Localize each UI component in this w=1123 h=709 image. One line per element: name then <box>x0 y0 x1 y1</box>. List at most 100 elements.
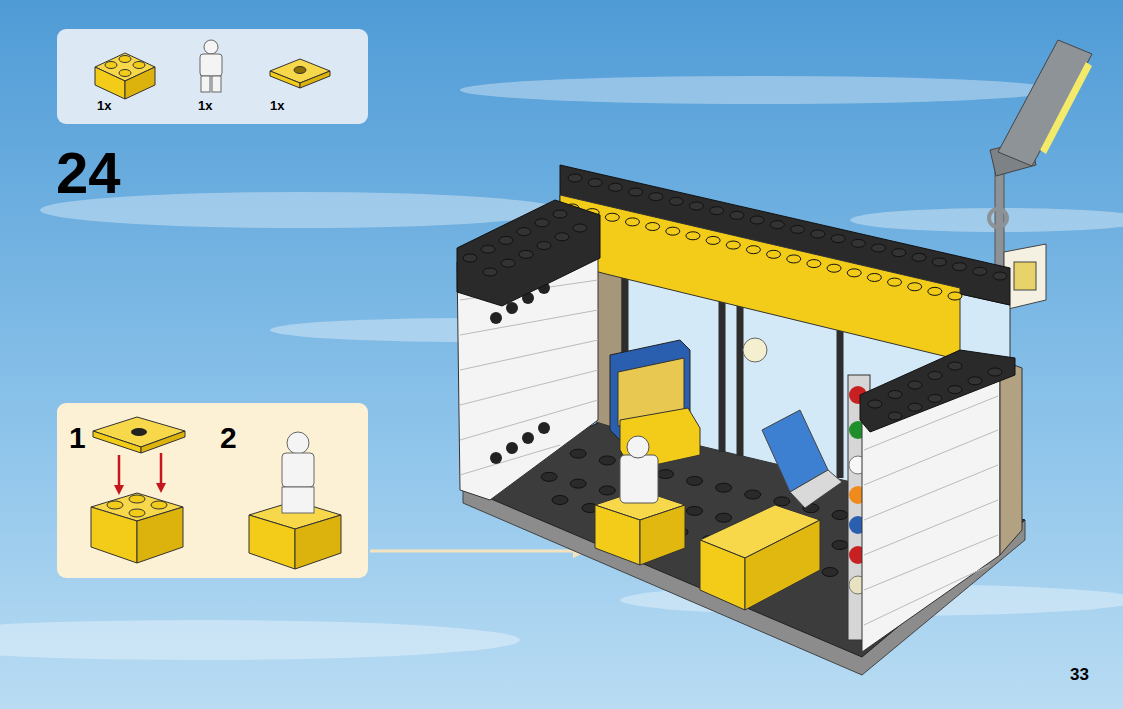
stud <box>953 263 967 271</box>
stud <box>481 245 495 253</box>
stud <box>716 483 732 492</box>
stud <box>831 235 845 243</box>
stud <box>710 207 724 215</box>
yellow-beam <box>560 195 960 360</box>
stud <box>888 412 902 420</box>
sub-step-icons <box>57 403 368 578</box>
laptop-desk <box>700 410 842 610</box>
sub-build-callout: 12 <box>57 403 368 578</box>
brick-2x2-yellow <box>95 53 155 99</box>
minifig-torso-white <box>200 40 222 92</box>
stud <box>517 228 531 236</box>
right-wall-side <box>1000 360 1022 555</box>
brick-step-1 <box>91 493 183 563</box>
stud <box>888 278 902 286</box>
stud <box>868 400 882 408</box>
stud <box>827 264 841 272</box>
right-top-studs <box>868 362 1002 420</box>
street-lamp <box>989 40 1092 320</box>
stud <box>483 268 497 276</box>
stud <box>599 486 615 495</box>
stud <box>767 250 781 258</box>
parts-list-panel: 1x1x1x <box>57 29 368 124</box>
stud <box>988 368 1002 376</box>
atm <box>610 340 700 470</box>
sub-step-number: 2 <box>220 423 237 453</box>
quantity-label: 1x <box>97 99 111 112</box>
wall-clock <box>743 338 767 362</box>
page-number: 33 <box>1070 666 1089 683</box>
stud <box>541 472 557 481</box>
stud <box>625 218 639 226</box>
stud <box>872 244 886 252</box>
stud <box>706 236 720 244</box>
stud <box>649 193 663 201</box>
stud <box>932 258 946 266</box>
right-wall-top <box>860 350 1015 432</box>
stud <box>689 202 703 210</box>
stud <box>570 479 586 488</box>
clouds <box>0 76 1123 660</box>
stud <box>750 216 764 224</box>
stud <box>973 267 987 275</box>
stud <box>730 211 744 219</box>
stud <box>807 260 821 268</box>
red-arrows <box>114 453 166 495</box>
stud <box>908 381 922 389</box>
stud <box>851 239 865 247</box>
minifig-on-brick <box>595 436 685 565</box>
stud <box>968 377 982 385</box>
stud <box>499 236 513 244</box>
stud <box>686 232 700 240</box>
stud <box>948 386 962 394</box>
stud <box>888 391 902 399</box>
stud <box>811 230 825 238</box>
stud <box>687 476 703 485</box>
stud <box>553 210 567 218</box>
stud <box>908 403 922 411</box>
stud <box>608 183 622 191</box>
stud <box>716 513 732 522</box>
stud <box>832 541 848 550</box>
side-studs <box>490 282 550 464</box>
plate-piece <box>93 417 185 453</box>
step-number: 24 <box>56 144 121 202</box>
stud <box>588 179 602 187</box>
callout-arrow <box>370 550 586 553</box>
stud <box>552 496 568 505</box>
left-wall-lines <box>460 280 598 475</box>
stud <box>687 506 703 515</box>
stud <box>646 223 660 231</box>
sub-step-number: 1 <box>69 423 86 453</box>
right-wall-lines <box>864 396 998 625</box>
stud <box>892 249 906 257</box>
stud <box>537 242 551 250</box>
stud <box>847 269 861 277</box>
stud <box>770 221 784 229</box>
stud <box>928 287 942 295</box>
stud <box>599 456 615 465</box>
stud <box>669 197 683 205</box>
stud <box>726 241 740 249</box>
stud <box>629 188 643 196</box>
stud <box>912 253 926 261</box>
brick-step-2 <box>249 432 341 569</box>
stud <box>555 233 569 241</box>
stud <box>573 224 587 232</box>
roof-studs <box>565 174 1007 300</box>
stud <box>657 470 673 479</box>
stud <box>746 246 760 254</box>
left-wall-top <box>457 200 600 306</box>
left-top-studs <box>463 210 587 276</box>
stud <box>948 292 962 300</box>
stud <box>605 213 619 221</box>
stud <box>568 174 582 182</box>
stud <box>993 272 1007 280</box>
stud <box>774 497 790 506</box>
stud <box>948 362 962 370</box>
stud <box>787 255 801 263</box>
stud <box>867 273 881 281</box>
stud <box>928 394 942 402</box>
stud <box>501 259 515 267</box>
stud <box>822 568 838 577</box>
